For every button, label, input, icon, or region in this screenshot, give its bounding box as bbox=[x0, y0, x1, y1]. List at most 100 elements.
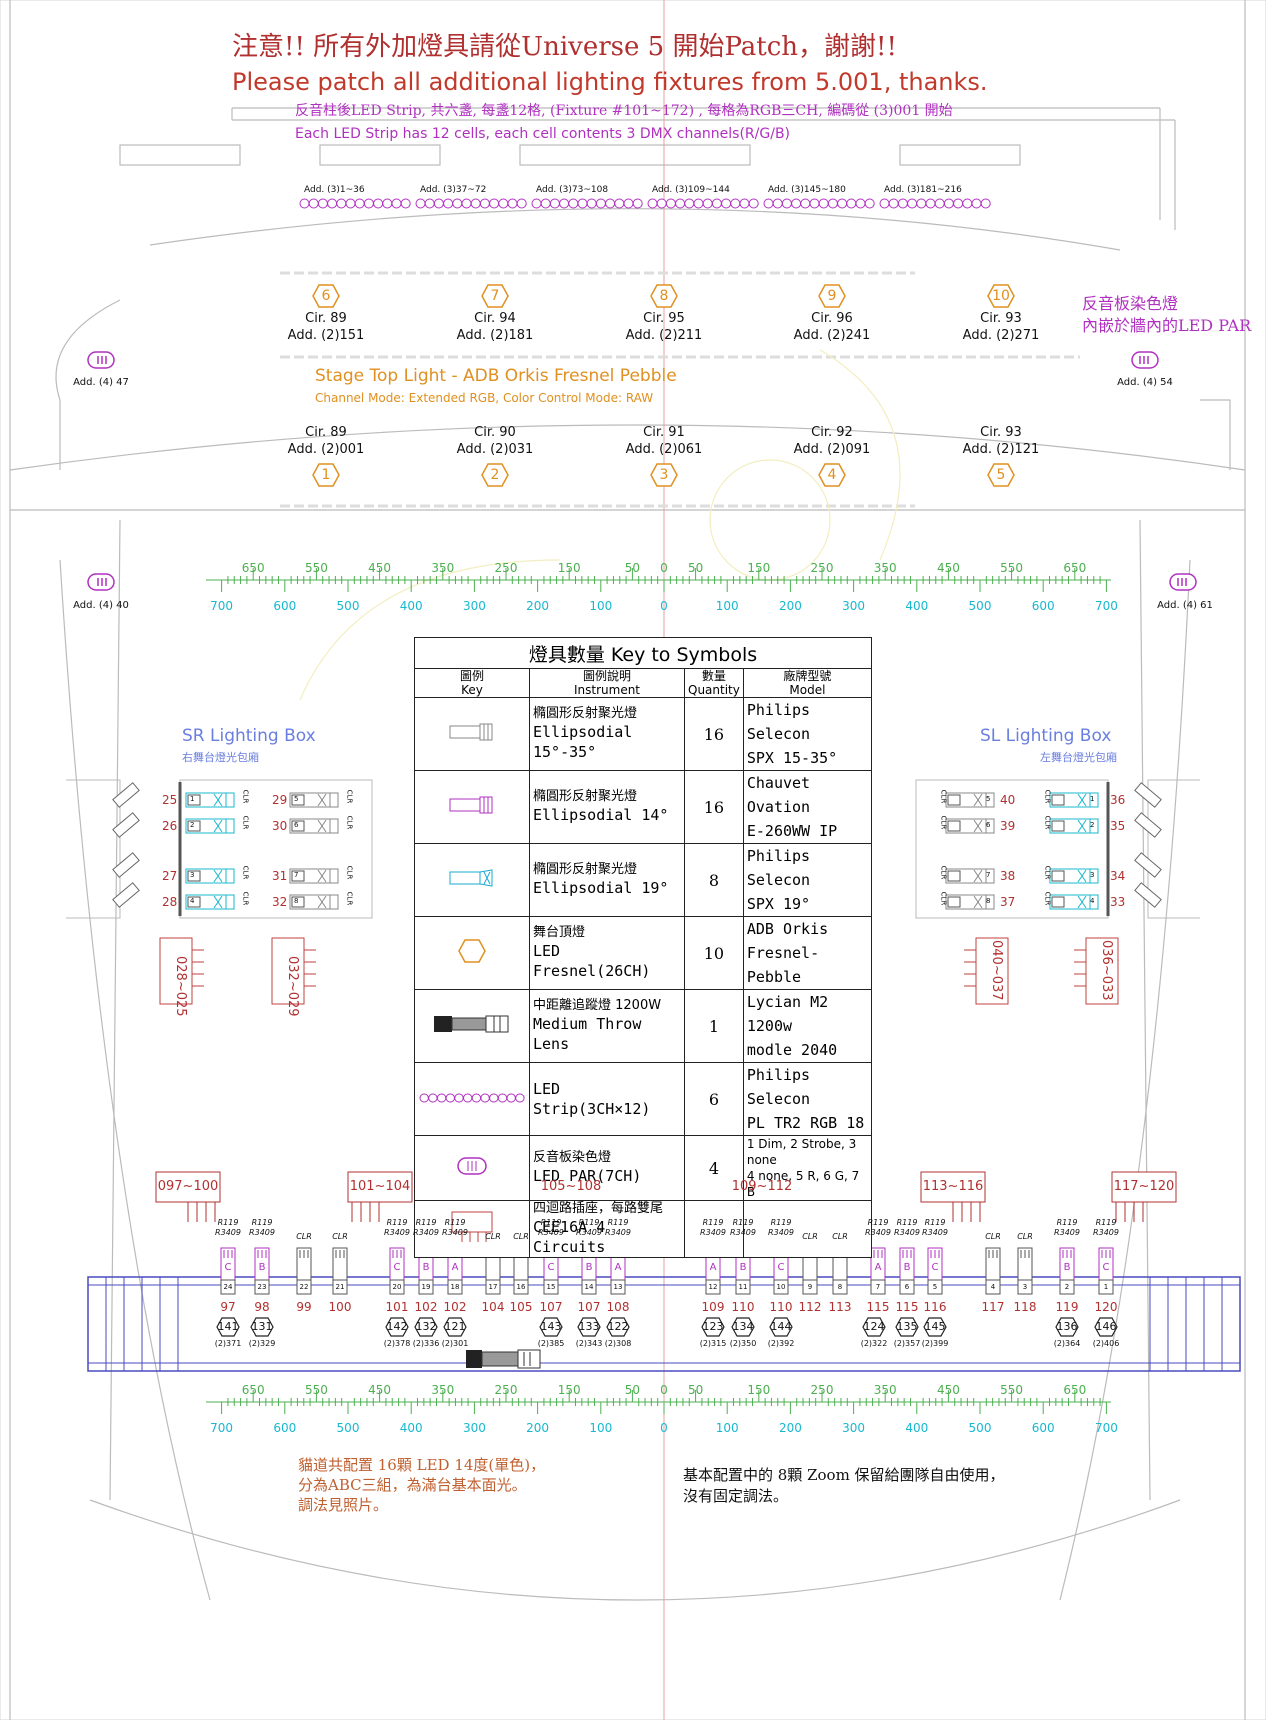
ellipsoidal-fixture bbox=[185, 818, 235, 834]
group-letter: A bbox=[874, 1262, 882, 1273]
slot-number: 17 bbox=[488, 1283, 498, 1291]
row-model-2: PL TR2 RGB 18 bbox=[746, 1114, 865, 1132]
group-letter: B bbox=[585, 1262, 593, 1273]
row-qty: 1 bbox=[684, 989, 744, 1063]
zoom-profile-hexagon-icon bbox=[1055, 1317, 1079, 1337]
gel-label: R119 bbox=[1095, 1218, 1117, 1227]
ruler-tick-label: 300 bbox=[842, 599, 866, 613]
sr-lighting-box-drawing bbox=[66, 779, 373, 1005]
ruler-tick-label: 450 bbox=[368, 1383, 392, 1397]
strip-address: Add. (3)37~72 bbox=[420, 185, 487, 195]
ruler-tick-label: 600 bbox=[273, 599, 297, 613]
led-par-address: Add. (4) 61 bbox=[1157, 600, 1213, 611]
cee-group-label: 117~120 bbox=[1113, 1179, 1175, 1194]
led-strip bbox=[299, 198, 411, 209]
slot-number: 24 bbox=[223, 1283, 233, 1291]
slot-number: 10 bbox=[776, 1283, 786, 1291]
slot-number: 7 bbox=[875, 1283, 881, 1291]
group-letter: C bbox=[931, 1262, 939, 1273]
ruler-tick-label: 0 bbox=[660, 599, 668, 613]
clr-tag: CLR bbox=[241, 865, 250, 880]
fixture-number: 3 bbox=[659, 467, 669, 483]
ruler-tick-label: 100 bbox=[589, 1421, 613, 1435]
clr-tag: CLR bbox=[939, 815, 948, 830]
sl-box-sub: 左舞台燈光包廂 bbox=[1040, 751, 1117, 764]
fresnel-hexagon-icon bbox=[650, 284, 678, 308]
row-zh: 反音板染色燈 bbox=[533, 1150, 612, 1165]
row-model-2: E-260WW IP bbox=[746, 822, 838, 840]
zoom-number: 131 bbox=[251, 1320, 273, 1333]
ruler-tick-label: 250 bbox=[810, 1383, 834, 1397]
zoom-profile-hexagon-icon bbox=[701, 1317, 725, 1337]
ruler-tick-label: 700 bbox=[210, 599, 234, 613]
notice-zh: 注意!! 所有外加燈具請從Universe 5 開始Patch，謝謝!! bbox=[232, 32, 897, 62]
ruler-tick-label: 700 bbox=[1094, 599, 1118, 613]
ruler-tick-label: 700 bbox=[210, 1421, 234, 1435]
catwalk-note-3: 調法見照片。 bbox=[298, 1496, 389, 1514]
sl-lighting-box-drawing bbox=[915, 779, 1200, 1005]
catwalk-ellipsoidal bbox=[1017, 1247, 1033, 1295]
ruler-tick-label: 200 bbox=[526, 1421, 550, 1435]
slot-number: 6 bbox=[294, 821, 299, 829]
channel-number: 120 bbox=[1094, 1300, 1118, 1314]
sr-box-title: SR Lighting Box bbox=[182, 726, 316, 746]
slot-number: 12 bbox=[708, 1283, 718, 1291]
clr-tag: CLR bbox=[939, 789, 948, 804]
fresnel-hexagon-icon bbox=[987, 463, 1015, 487]
model-header-zh: 廠牌型號 bbox=[783, 669, 832, 683]
ruler-tick-label: 50 bbox=[687, 561, 704, 575]
ellipsoidal-fixture bbox=[945, 894, 995, 910]
fixture-number: 2 bbox=[490, 467, 500, 483]
ruler-tick-label: 600 bbox=[1031, 599, 1055, 613]
row-en: CEE16A 4 Circuits bbox=[533, 1218, 606, 1256]
row-en: Ellipsodial 19° bbox=[533, 879, 669, 897]
ruler-tick-label: 450 bbox=[936, 561, 960, 575]
inst-header-en: Instrument bbox=[573, 683, 641, 697]
gel-label: R3409 bbox=[538, 1228, 564, 1237]
zoom-number: 123 bbox=[702, 1320, 724, 1333]
zoom-profile-hexagon-icon bbox=[385, 1317, 409, 1337]
led-par-address: Add. (4) 40 bbox=[73, 600, 129, 611]
slot-number: 21 bbox=[335, 1283, 345, 1291]
slot-number: 9 bbox=[807, 1283, 813, 1291]
zoom-profile-hexagon-icon bbox=[1094, 1317, 1118, 1337]
channel-number: 37 bbox=[1000, 895, 1016, 909]
gel-label: R3409 bbox=[768, 1228, 794, 1237]
channel-number: 35 bbox=[1110, 819, 1126, 833]
led-par-address: Add. (4) 54 bbox=[1117, 377, 1173, 388]
ellipsoidal-fixture bbox=[185, 868, 235, 884]
follow-spot-catwalk bbox=[466, 1349, 541, 1369]
ellipsoidal-fixture bbox=[185, 792, 235, 808]
address-label: Add. (2)271 bbox=[962, 328, 1040, 343]
gel-label: R3409 bbox=[1093, 1228, 1119, 1237]
zoom-address: (2)350 bbox=[729, 1339, 757, 1348]
ruler-tick-label: 400 bbox=[399, 1421, 423, 1435]
clr-tag: CLR bbox=[345, 789, 354, 804]
gel-label: R119 bbox=[1056, 1218, 1078, 1227]
zoom-profile-hexagon-icon bbox=[216, 1317, 240, 1337]
ruler-tick-label: 450 bbox=[936, 1383, 960, 1397]
ellipsoidal-fixture bbox=[1049, 894, 1099, 910]
slot-number: 6 bbox=[904, 1283, 910, 1291]
row-zh: 中距離追蹤燈 1200W bbox=[533, 998, 662, 1013]
gel-label: CLR bbox=[985, 1232, 1001, 1241]
group-letter: A bbox=[614, 1262, 622, 1273]
zoom-address: (2)336 bbox=[412, 1339, 440, 1348]
zoom-address: (2)329 bbox=[248, 1339, 276, 1348]
led-par-icon bbox=[457, 1157, 487, 1175]
ruler-tick-label: 200 bbox=[778, 1421, 802, 1435]
ruler-tick-label: 600 bbox=[273, 1421, 297, 1435]
zoom-address: (2)308 bbox=[604, 1339, 632, 1348]
ruler-tick-label: 300 bbox=[842, 1421, 866, 1435]
ruler-tick-label: 150 bbox=[557, 561, 581, 575]
fixture-number: 6 bbox=[321, 288, 331, 304]
key-header-zh: 圖例 bbox=[459, 669, 484, 683]
ruler-tick-label: 500 bbox=[336, 1421, 360, 1435]
channel-number: 32 bbox=[272, 895, 288, 909]
sr-cee-label: 032~029 bbox=[285, 956, 300, 1017]
fixture-number: 10 bbox=[992, 288, 1010, 304]
zoom-number: 144 bbox=[770, 1320, 792, 1333]
zoom-number: 134 bbox=[732, 1320, 754, 1333]
